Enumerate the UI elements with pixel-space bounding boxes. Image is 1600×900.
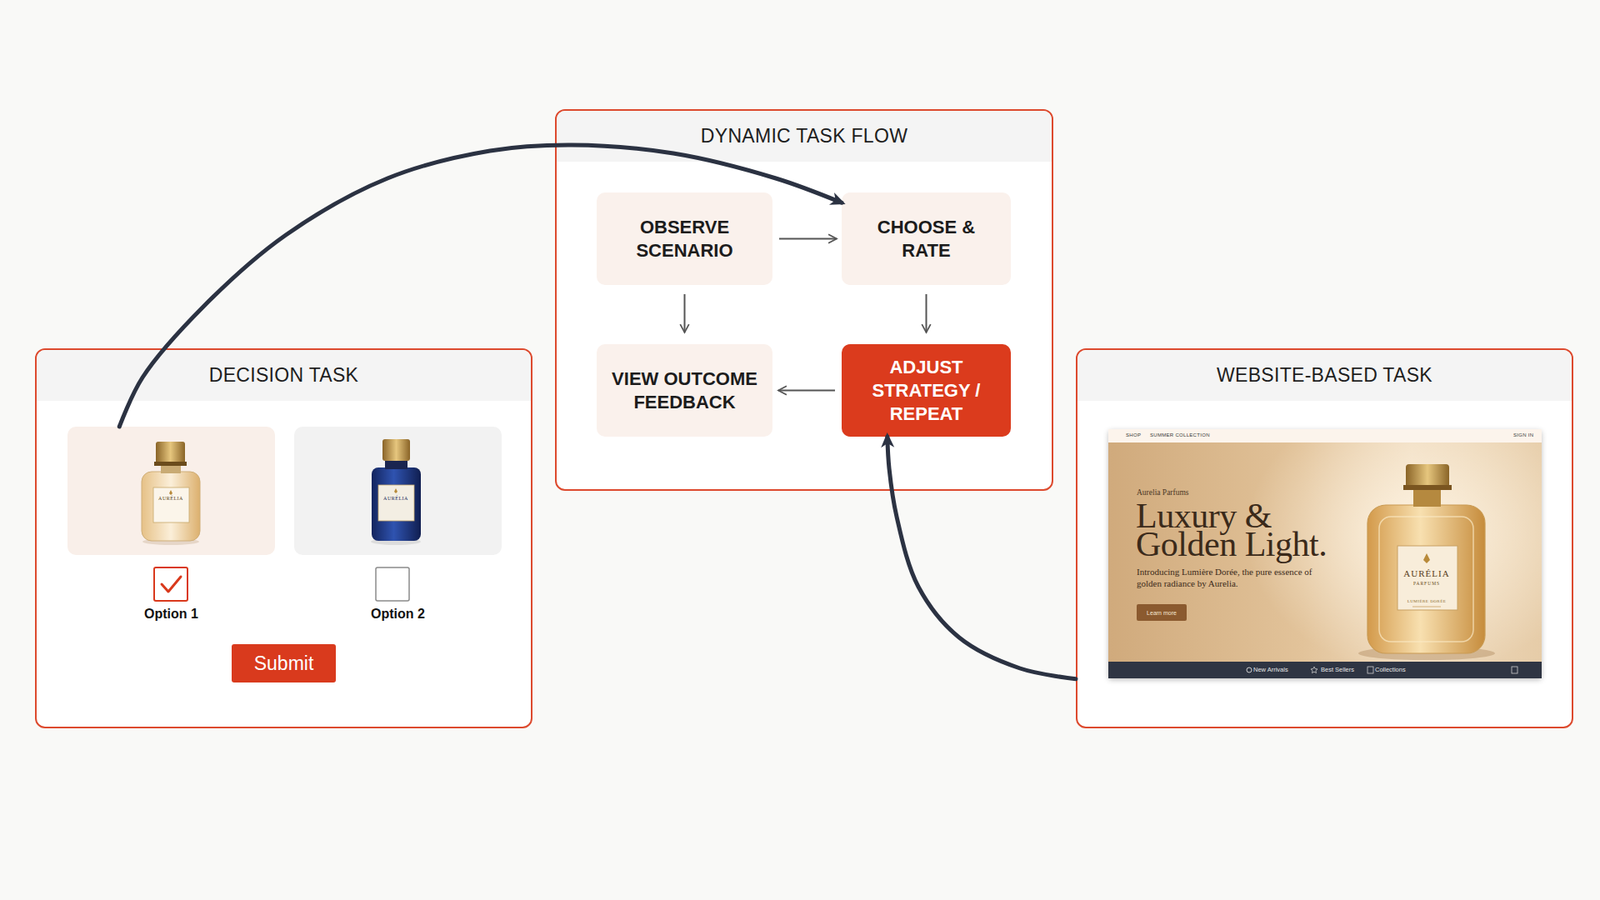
web-text: Best Sellers [1320, 665, 1355, 675]
link-button: Learn more [1136, 604, 1187, 621]
process-box: CHOOSE & RATE [841, 192, 1011, 285]
task-panel: DECISION TASK Option 1 Option 2 Submit [35, 348, 533, 729]
panel-header: DYNAMIC TASK FLOW [556, 110, 1052, 162]
panel-header: DECISION TASK [36, 350, 531, 401]
step-label: ADJUST STRATEGY / REPEAT [853, 355, 1000, 426]
web-text: Introducing Lumière Dorée, the pure esse… [1136, 565, 1322, 590]
web-text: Aurelia Parfums [1136, 488, 1190, 497]
step-label: VIEW OUTCOME FEEDBACK [608, 367, 761, 415]
step-label: OBSERVE SCENARIO [608, 215, 761, 263]
web-text: SUMMER COLLECTION [1150, 432, 1210, 438]
bottle-label-text: AURÉLIA [383, 495, 409, 501]
process-box: VIEW OUTCOME FEEDBACK [596, 344, 773, 437]
task-panel: DYNAMIC TASK FLOW OBSERVE SCENARIO CHOOSE … [555, 109, 1054, 491]
option-label: Option 1 [67, 606, 275, 622]
option-card: Option 2 [294, 426, 502, 623]
option-label: Option 2 [294, 606, 502, 622]
task-panel: WEBSITE-BASED TASKSHOPSUMMER COLLECTIONS… [1075, 348, 1574, 729]
option-card: Option 1 [67, 426, 275, 623]
panel-header: WEBSITE-BASED TASK [1077, 350, 1572, 401]
process-box: OBSERVE SCENARIO [596, 192, 773, 285]
panel-title: WEBSITE-BASED TASK [1216, 364, 1433, 387]
step-label: CHOOSE & RATE [853, 215, 1000, 263]
button-label: Submit [254, 652, 315, 675]
web-text: SHOP [1125, 432, 1141, 438]
bottle-label-text: AURÉLIA [1403, 569, 1450, 579]
bottle-label-text: LUMIÈRE DORÉE [1407, 599, 1447, 604]
website-screenshot: SHOP SUMMER COLLECTION SIGN IN Aurelia Parf… [1108, 429, 1542, 679]
submit-button: Submit [231, 644, 336, 683]
web-text: Collections [1375, 665, 1406, 675]
web-text: Luxury & Golden Light. [1135, 501, 1345, 559]
process-box: ADJUST STRATEGY / REPEAT [841, 344, 1011, 437]
panel-title: DYNAMIC TASK FLOW [700, 125, 908, 148]
bottle-label-text: AURÉLIA [158, 495, 184, 501]
button-label: Learn more [1146, 610, 1177, 616]
web-text: SIGN IN [1513, 432, 1534, 438]
web-text: New Arrivals [1253, 665, 1289, 675]
bottle-label-text: PARFUMS [1413, 581, 1440, 587]
panel-title: DECISION TASK [209, 364, 359, 387]
